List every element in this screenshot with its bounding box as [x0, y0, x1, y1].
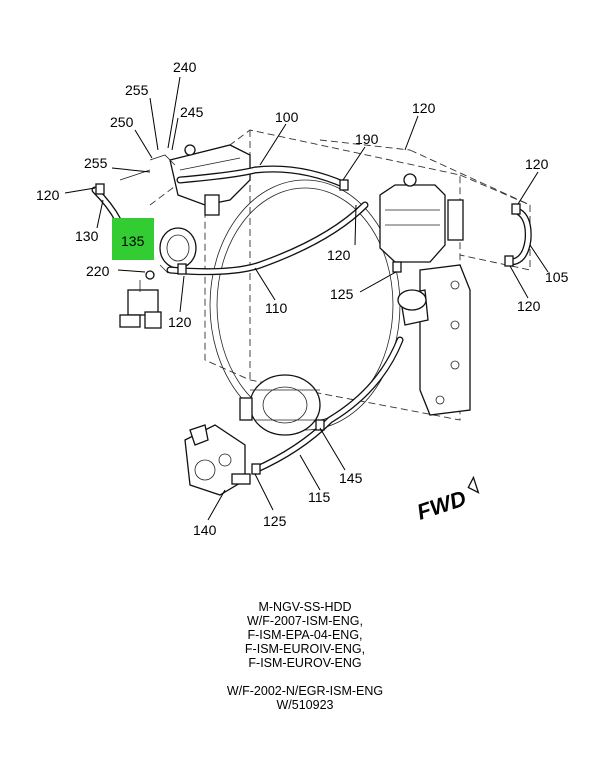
- forward-indicator: FWD: [414, 475, 480, 525]
- caption-block-1: M-NGV-SS-HDD W/F-2007-ISM-ENG, F-ISM-EPA…: [0, 600, 610, 670]
- callout-220: 220: [86, 263, 110, 279]
- callout-190: 190: [355, 131, 379, 147]
- water-pump: [184, 424, 251, 496]
- callout-115: 115: [308, 489, 331, 505]
- caption-line: M-NGV-SS-HDD: [258, 600, 352, 614]
- callout-245: 245: [180, 104, 204, 120]
- callout-255: 255: [125, 82, 149, 98]
- coolant-reservoir: [379, 173, 464, 263]
- fwd-label: FWD: [414, 485, 469, 524]
- callout-135: 135: [121, 233, 145, 249]
- callout-110: 110: [265, 300, 288, 316]
- callout-140: 140: [193, 522, 217, 538]
- callout-125: 125: [330, 286, 354, 302]
- callout-130: 130: [75, 228, 99, 244]
- callout-100: 100: [275, 109, 299, 125]
- callout-120: 120: [327, 247, 351, 263]
- tube-135: [159, 227, 197, 274]
- right-bracket: [397, 264, 471, 416]
- callout-240: 240: [173, 59, 197, 75]
- caption-line: F-ISM-EUROIV-ENG,: [244, 642, 366, 656]
- callout-120: 120: [168, 314, 192, 330]
- caption-line: W/F-2007-ISM-ENG,: [247, 614, 363, 628]
- caption-block-2: W/F-2002-N/EGR-ISM-ENG W/510923: [0, 684, 610, 712]
- highlight-135: [112, 218, 154, 260]
- callout-125: 125: [263, 513, 287, 529]
- hose-clamps: [95, 179, 521, 475]
- caption-line: W/510923: [276, 698, 334, 712]
- callout-250: 250: [110, 114, 134, 130]
- valve-assembly: [119, 270, 162, 329]
- hoses: [91, 154, 532, 474]
- callout-labels: 240 255 245 250 255 100 120 190 120 130 …: [36, 59, 569, 538]
- radiator-frame: [149, 129, 531, 421]
- caption-line: F-ISM-EUROV-ENG: [248, 656, 362, 670]
- callout-145: 145: [339, 470, 363, 486]
- leader-lines: [64, 76, 549, 521]
- callout-120: 120: [412, 100, 436, 116]
- callout-255: 255: [84, 155, 108, 171]
- alternator: [239, 374, 321, 436]
- caption-line: W/F-2002-N/EGR-ISM-ENG: [226, 684, 384, 698]
- diagram-caption: M-NGV-SS-HDD W/F-2007-ISM-ENG, F-ISM-EPA…: [0, 600, 610, 712]
- callout-120: 120: [517, 298, 541, 314]
- caption-line: F-ISM-EPA-04-ENG,: [247, 628, 363, 642]
- callout-120: 120: [36, 187, 60, 203]
- callout-120: 120: [525, 156, 549, 172]
- callout-105: 105: [545, 269, 569, 285]
- parts-diagram: 240 255 245 250 255 100 120 190 120 130 …: [36, 59, 569, 538]
